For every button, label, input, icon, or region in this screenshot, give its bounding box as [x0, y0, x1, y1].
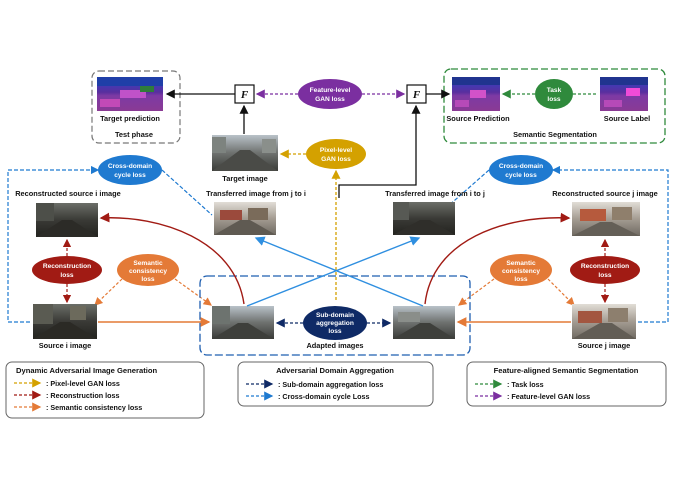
subdomain-text-2: aggregation: [316, 320, 354, 327]
recon-right-text-2: loss: [598, 272, 612, 279]
legend-dynamic-title: Dynamic Adversarial Image Generation: [16, 366, 157, 375]
test-phase-box: [91, 70, 181, 144]
task-loss-node: [535, 79, 573, 109]
feature-gan-text-2: GAN loss: [315, 96, 345, 103]
source-i-label: Source i image: [39, 341, 92, 350]
legend-feature-box: [466, 361, 667, 407]
subdomain-text-1: Sub-domain: [316, 312, 354, 319]
cycle-right-path: [551, 165, 669, 323]
test-phase-label: Test phase: [115, 130, 153, 139]
legend-dynamic-box: [5, 361, 205, 419]
cycle-right-text-2: cycle loss: [505, 172, 537, 179]
target-prediction-image: [97, 77, 163, 111]
adapted-images-box: [199, 275, 471, 356]
semcons-left-to-source: [94, 278, 123, 306]
source-i-image: [33, 304, 97, 339]
adapted-images-label: Adapted images: [306, 341, 363, 350]
cycle-loss-left-node: [98, 155, 162, 185]
reconstructed-j-label: Reconstructed source j image: [552, 189, 658, 198]
pixel-gan-text-2: GAN loss: [321, 156, 351, 163]
source-label-label: Source Label: [604, 114, 650, 123]
target-image-label: Target image: [222, 174, 267, 183]
legend-adversarial-title: Adversarial Domain Aggregation: [276, 366, 394, 375]
task-loss-text-1: Task: [547, 87, 562, 94]
task-loss-text-2: loss: [547, 96, 561, 103]
adapted-right-to-reconstructed-j: [424, 212, 571, 305]
cycle-loss-right-node: [489, 155, 553, 185]
reconstructed-i-label: Reconstructed source i image: [15, 189, 121, 198]
subdomain-aggregation-loss-node: [303, 306, 367, 340]
reconstructed-j-image: [572, 202, 640, 236]
adapted-right-to-transferred-j-to-i: [254, 236, 424, 307]
semcons-right-text-2: consistency: [502, 268, 540, 275]
recon-left-text-2: loss: [60, 272, 74, 279]
subdomain-text-3: loss: [328, 328, 342, 335]
source-prediction-image: [452, 77, 500, 111]
pixel-gan-text-1: Pixel-level: [320, 147, 352, 154]
adapted-right-image: [393, 306, 455, 339]
target-image: [212, 135, 278, 171]
semcons-left-text-2: consistency: [129, 268, 167, 275]
legend-feature-title: Feature-aligned Semantic Segmentation: [494, 366, 639, 375]
semantic-segmentation-label: Semantic Segmentation: [513, 130, 597, 139]
legend-task-label: : Task loss: [507, 380, 544, 389]
cycle-left-path: [7, 165, 100, 323]
source-j-label: Source j image: [578, 341, 631, 350]
legend-semcons-label: : Semantic consistency loss: [46, 403, 142, 412]
adapted-left-to-transferred-i-to-j: [246, 236, 421, 307]
cycle-left-text-2: cycle loss: [114, 172, 146, 179]
source-prediction-label: Source Prediction: [446, 114, 510, 123]
legend-cycle-label: : Cross-domain cycle Loss: [278, 392, 369, 401]
transferred-i-to-j-image: [393, 202, 455, 235]
adapted-left-to-reconstructed-i: [99, 212, 245, 305]
semantic-segmentation-box: [443, 68, 666, 144]
transferred-j-to-i-image: [214, 202, 276, 235]
legend-pixel-gan-label: : Pixel-level GAN loss: [46, 379, 120, 388]
semcons-right-to-adapted: [458, 278, 495, 306]
transferred-i-to-j-label: Transferred image from i to j: [385, 189, 485, 198]
semcons-left-text-1: Semantic: [133, 260, 163, 267]
legend-reconstruction-label: : Reconstruction loss: [46, 391, 119, 400]
cycle-left-text-1: Cross-domain: [108, 163, 152, 170]
f-left-text: F: [240, 89, 249, 101]
reconstructed-i-image: [36, 203, 98, 237]
legend-subdomain-label: : Sub-domain aggregation loss: [278, 380, 383, 389]
semcons-left-text-3: loss: [141, 276, 155, 283]
recon-right-text-1: Reconstruction: [581, 263, 629, 270]
reconstruction-loss-right-node: [570, 256, 640, 284]
reconstruction-loss-left-node: [32, 256, 102, 284]
f-right-text: F: [412, 89, 421, 101]
semantic-consistency-left-node: [117, 254, 179, 286]
recon-left-text-1: Reconstruction: [43, 263, 91, 270]
feature-gan-text-1: Feature-level: [310, 87, 351, 94]
transferred-to-f-right: [338, 104, 421, 198]
semcons-right-text-1: Semantic: [506, 260, 536, 267]
legend-adversarial-box: [237, 361, 434, 407]
legend-feature-gan-label: : Feature-level GAN loss: [507, 392, 590, 401]
cycle-left-to-transferred: [161, 169, 213, 216]
cycle-right-text-1: Cross-domain: [499, 163, 543, 170]
semcons-right-to-source: [547, 278, 575, 306]
semcons-right-text-3: loss: [514, 276, 528, 283]
semcons-left-to-adapted: [174, 278, 212, 306]
target-prediction-label: Target prediction: [100, 114, 160, 123]
source-label-image: [600, 77, 648, 111]
semantic-consistency-right-node: [490, 254, 552, 286]
pixel-gan-loss-node: [306, 139, 366, 169]
source-j-image: [572, 304, 636, 339]
feature-gan-loss-node: [298, 79, 362, 109]
transferred-j-to-i-label: Transferred image from j to i: [206, 189, 306, 198]
adapted-left-image: [212, 306, 274, 339]
